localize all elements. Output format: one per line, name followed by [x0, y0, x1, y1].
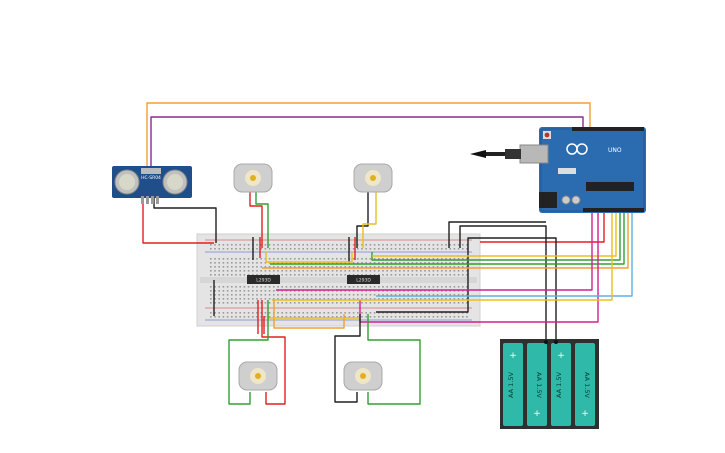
breadboard[interactable] [196, 233, 481, 327]
wire-magenta-arduino-d6[interactable] [276, 210, 593, 291]
arduino-brand-label: UNO [608, 147, 622, 154]
wire-red-arduino-5v[interactable] [480, 210, 605, 243]
wire-black-arduino-gnd[interactable] [448, 221, 546, 248]
wire-red-motor-tl[interactable] [249, 192, 263, 248]
battery-cell-label: AA 1.5V [507, 371, 515, 397]
driver-chip-left-label: L293D [256, 278, 271, 284]
sensor-label: HC-SR04 [141, 175, 161, 181]
motor-top-right[interactable] [353, 163, 393, 193]
ultrasonic-sensor[interactable]: HC-SR04 [112, 166, 192, 204]
wire-black-motor-br[interactable] [334, 314, 361, 403]
battery-cell: AA 1.5V + [503, 343, 523, 426]
driver-chip-right-label: L293D [356, 278, 371, 284]
wire-lightblue-arduino-a0[interactable] [376, 210, 633, 297]
wire-purple-sensor[interactable] [150, 116, 584, 168]
driver-chip-left[interactable]: L293D [247, 275, 280, 284]
wire-green-motor-bl[interactable] [228, 300, 269, 405]
battery-cell: AA 1.5V + [575, 343, 595, 426]
wire-orange-sensor[interactable] [146, 102, 591, 168]
battery-cell-label: AA 1.5V [583, 372, 591, 398]
plus-icon: + [581, 409, 589, 419]
motor-bottom-left[interactable] [238, 361, 278, 391]
plus-icon: + [509, 351, 517, 361]
battery-cell: AA 1.5V + [551, 343, 571, 426]
battery-cell: AA 1.5V + [527, 343, 547, 426]
plus-icon: + [533, 409, 541, 419]
battery-pack[interactable]: AA 1.5V + AA 1.5V + AA 1.5V + AA 1.5V + [500, 339, 599, 429]
wire-yellow-motor-tr[interactable] [362, 192, 377, 248]
driver-chip-right[interactable]: L293D [347, 275, 380, 284]
arduino-board[interactable]: UNO [470, 127, 646, 213]
wire-green-motor-br[interactable] [367, 314, 421, 405]
plus-icon: + [557, 351, 565, 361]
wire-magenta-arduino-d5[interactable] [359, 210, 599, 323]
wire-red-motor-bl[interactable] [261, 300, 286, 405]
wire-black-battery[interactable] [459, 225, 547, 340]
wire-red-sensor-vcc[interactable] [142, 196, 214, 244]
battery-cell-label: AA 1.5V [535, 372, 543, 398]
wire-green-motor-tl[interactable] [255, 192, 269, 248]
motor-top-left[interactable] [233, 163, 273, 193]
breadboard-holes [210, 244, 468, 318]
battery-cell-label: AA 1.5V [555, 371, 563, 397]
motor-bottom-right[interactable] [343, 361, 383, 391]
